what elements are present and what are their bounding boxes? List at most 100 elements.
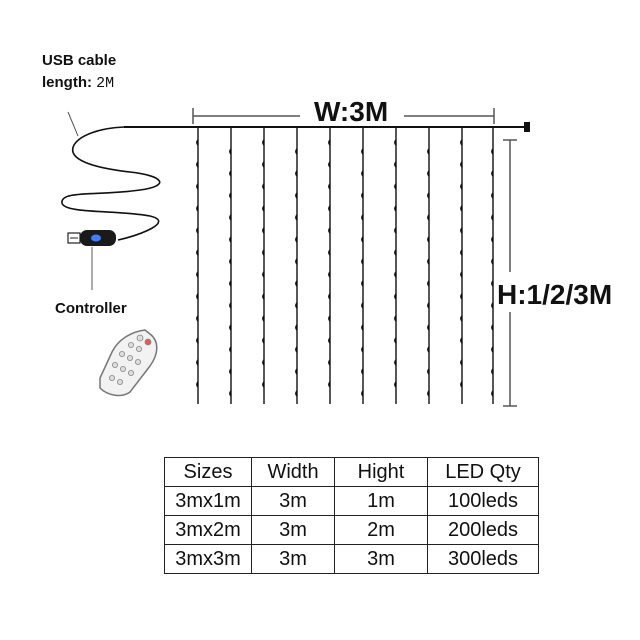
led-bead [427, 368, 430, 375]
header-height: Hight [334, 457, 428, 487]
led-bead [196, 249, 199, 256]
led-bead [262, 205, 265, 212]
table-cell: 300leds [427, 544, 539, 574]
led-bead [262, 359, 265, 366]
led-bead [295, 192, 298, 199]
led-bead [491, 390, 494, 397]
led-bead [361, 214, 364, 221]
led-bead [394, 183, 397, 190]
led-bead [427, 390, 430, 397]
led-bead [196, 293, 199, 300]
led-bead [328, 271, 331, 278]
led-bead [491, 170, 494, 177]
led-bead [295, 214, 298, 221]
usb-cable-label: USB cable length: 2M [42, 50, 116, 95]
led-bead [491, 346, 494, 353]
led-bead [491, 236, 494, 243]
led-bead [427, 192, 430, 199]
controller-label: Controller [55, 300, 127, 317]
led-bead [196, 161, 199, 168]
header-width: Width [251, 457, 335, 487]
led-bead [328, 161, 331, 168]
table-row: 3mx2m 3m 2m 200leds [164, 515, 539, 545]
led-bead [460, 293, 463, 300]
led-bead [394, 271, 397, 278]
led-bead [427, 148, 430, 155]
led-bead [295, 148, 298, 155]
led-bead [328, 337, 331, 344]
led-bead [295, 236, 298, 243]
table-cell: 3m [251, 486, 335, 516]
led-strand [262, 128, 265, 404]
led-bead [328, 359, 331, 366]
led-bead [196, 205, 199, 212]
led-bead [328, 249, 331, 256]
table-cell: 3m [251, 544, 335, 574]
led-bead [427, 170, 430, 177]
led-bead [295, 368, 298, 375]
led-bead [196, 315, 199, 322]
led-strand [394, 128, 397, 404]
led-bead [491, 302, 494, 309]
led-bead [460, 337, 463, 344]
led-bead [328, 315, 331, 322]
table-cell: 1m [334, 486, 428, 516]
table-cell: 200leds [427, 515, 539, 545]
width-dimension [192, 108, 495, 124]
led-bead [491, 368, 494, 375]
led-bead [229, 236, 232, 243]
height-label: H:1/2/3M [497, 279, 613, 310]
led-bead [361, 236, 364, 243]
led-strand [460, 128, 463, 404]
led-bead [394, 161, 397, 168]
led-bead [394, 139, 397, 146]
usb-plug-icon [67, 230, 116, 246]
led-bead [491, 324, 494, 331]
led-bead [262, 381, 265, 388]
width-label: W:3M [314, 96, 389, 127]
led-bead [229, 390, 232, 397]
led-bead [427, 214, 430, 221]
led-bead [229, 346, 232, 353]
led-bead [295, 170, 298, 177]
led-strand [196, 128, 199, 404]
led-bead [460, 227, 463, 234]
led-bead [196, 227, 199, 234]
led-bead [229, 192, 232, 199]
led-strand [229, 128, 232, 404]
usb-cable-title: USB cable [42, 52, 117, 69]
led-bead [361, 192, 364, 199]
led-bead [262, 161, 265, 168]
table-cell: 3mx1m [164, 486, 252, 516]
led-bead [460, 139, 463, 146]
usb-length-prefix: length: [42, 74, 92, 91]
height-dimension [503, 139, 517, 407]
led-bead [328, 293, 331, 300]
led-bead [229, 368, 232, 375]
led-bead [460, 205, 463, 212]
led-bead [394, 249, 397, 256]
led-bead [262, 337, 265, 344]
usb-length-value: 2M [96, 75, 115, 92]
led-bead [394, 337, 397, 344]
led-bead [295, 324, 298, 331]
led-bead [491, 192, 494, 199]
led-bead [491, 148, 494, 155]
usb-cable [61, 126, 161, 241]
led-bead [229, 258, 232, 265]
table-header-row: Sizes Width Hight LED Qty [164, 457, 539, 487]
led-bead [460, 359, 463, 366]
led-bead [361, 346, 364, 353]
led-bead [361, 280, 364, 287]
led-bead [328, 227, 331, 234]
led-strands [196, 128, 494, 404]
table-cell: 3mx3m [164, 544, 252, 574]
led-bead [196, 337, 199, 344]
led-bead [427, 346, 430, 353]
led-bead [229, 302, 232, 309]
remote-control-icon [99, 329, 158, 397]
led-strand [361, 128, 364, 404]
led-bead [361, 324, 364, 331]
led-strand [295, 128, 298, 404]
led-bead [491, 214, 494, 221]
